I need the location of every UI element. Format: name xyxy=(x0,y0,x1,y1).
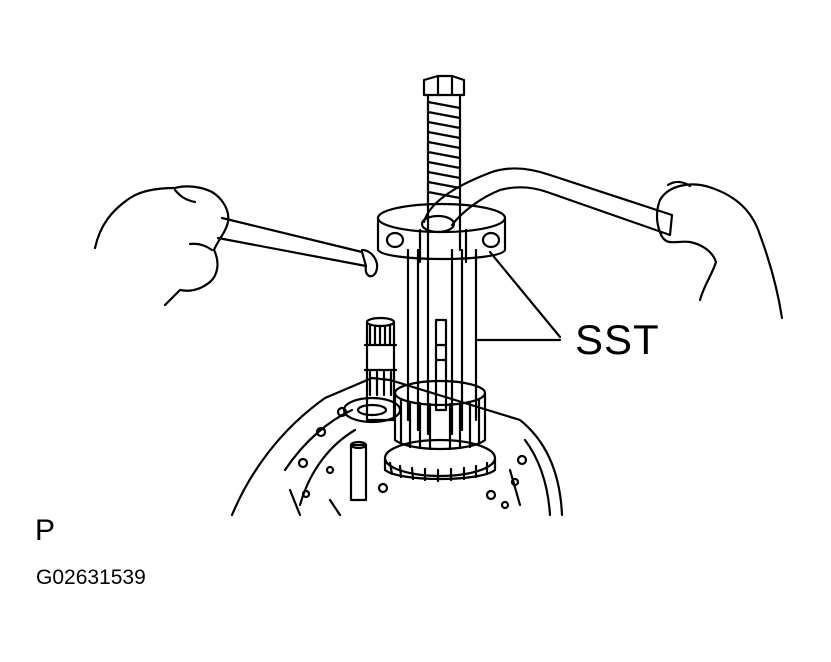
stud-bolt xyxy=(349,440,368,502)
sst-label: SST xyxy=(575,316,660,363)
gear xyxy=(383,438,497,483)
view-label: P xyxy=(35,514,56,547)
transmission-case xyxy=(230,376,564,517)
sst-puller-body xyxy=(406,248,478,436)
right-hand xyxy=(655,180,784,320)
countershaft xyxy=(342,316,402,424)
left-hand xyxy=(93,185,230,307)
synchronizer-hub xyxy=(393,379,487,451)
right-wrench xyxy=(420,167,674,237)
sst-leader-lines xyxy=(476,250,562,342)
puller-plate xyxy=(376,202,507,264)
forcing-screw xyxy=(422,74,466,252)
figure-code: G02631539 xyxy=(36,566,146,589)
left-wrench xyxy=(216,216,379,278)
